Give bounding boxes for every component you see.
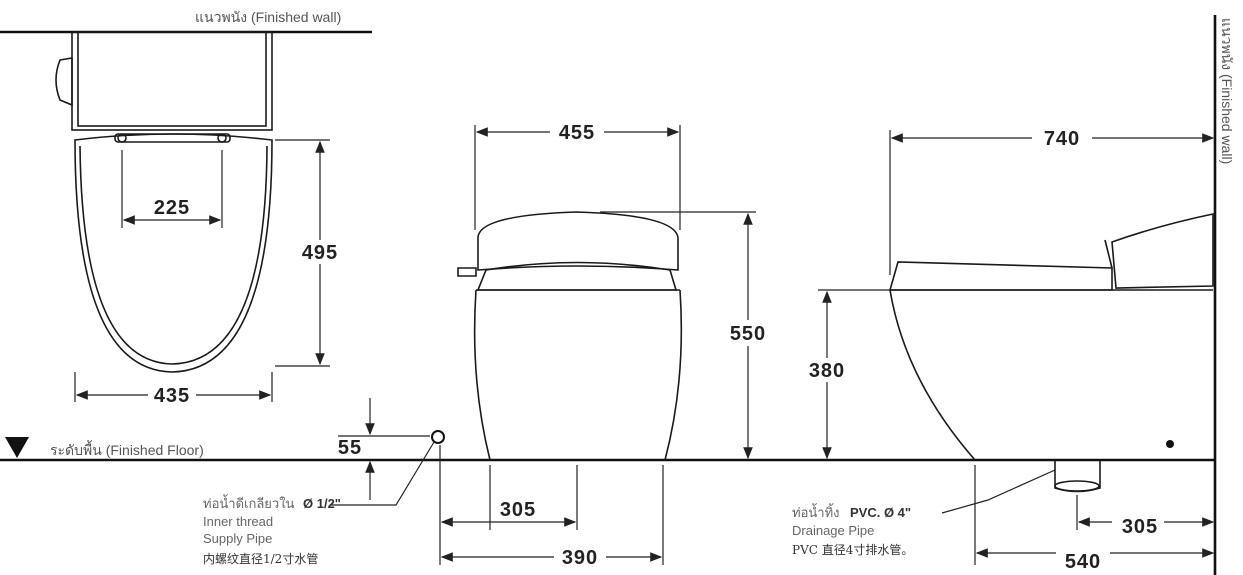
svg-text:ท่อน้ำทิ้ง: ท่อน้ำทิ้ง bbox=[792, 503, 839, 520]
svg-text:ท่อน้ำดีเกลียวใน: ท่อน้ำดีเกลียวใน bbox=[203, 494, 295, 511]
finished-floor-label: ระดับพื้น (Finished Floor) bbox=[50, 440, 204, 458]
svg-text:内螺纹直径1/2寸水管: 内螺纹直径1/2寸水管 bbox=[203, 551, 318, 566]
top-view bbox=[55, 31, 273, 373]
supply-pipe-note: ท่อน้ำดีเกลียวใน Ø 1/2" Inner thread Sup… bbox=[203, 494, 341, 566]
dim-495: 495 bbox=[302, 242, 338, 264]
finished-wall-label-side: แนวพนัง (Finished wall) bbox=[1219, 18, 1235, 164]
svg-text:PVC 直径4寸排水管。: PVC 直径4寸排水管。 bbox=[792, 542, 913, 557]
dim-55: 55 bbox=[338, 437, 362, 459]
dim-380: 380 bbox=[809, 360, 845, 382]
svg-text:Drainage Pipe: Drainage Pipe bbox=[792, 523, 874, 538]
dim-225: 225 bbox=[154, 197, 190, 219]
side-dimensions: 740 380 305 540 bbox=[802, 126, 1215, 573]
front-view bbox=[457, 211, 683, 461]
dim-305-side: 305 bbox=[1122, 516, 1158, 538]
side-view bbox=[888, 213, 1214, 493]
svg-text:Inner thread: Inner thread bbox=[203, 514, 273, 529]
svg-text:PVC. Ø 4": PVC. Ø 4" bbox=[850, 505, 911, 520]
dim-390: 390 bbox=[562, 547, 598, 569]
floor-marker-icon bbox=[5, 437, 29, 458]
dim-740: 740 bbox=[1044, 128, 1080, 150]
dim-305-front: 305 bbox=[500, 499, 536, 521]
dim-435: 435 bbox=[154, 385, 190, 407]
front-dimensions: 455 550 55 305 390 bbox=[330, 120, 774, 569]
top-dimensions: 225 495 435 bbox=[74, 139, 342, 407]
svg-text:Ø 1/2": Ø 1/2" bbox=[303, 496, 341, 511]
dim-550: 550 bbox=[730, 323, 766, 345]
supply-pipe-marker bbox=[431, 430, 445, 444]
svg-text:Supply Pipe: Supply Pipe bbox=[203, 531, 272, 546]
finished-wall-label-top: แนวพนัง (Finished wall) bbox=[195, 9, 341, 25]
drain-pipe-note: ท่อน้ำทิ้ง PVC. Ø 4" Drainage Pipe PVC 直… bbox=[792, 503, 913, 557]
dim-540: 540 bbox=[1065, 551, 1101, 573]
dim-455: 455 bbox=[559, 122, 595, 144]
